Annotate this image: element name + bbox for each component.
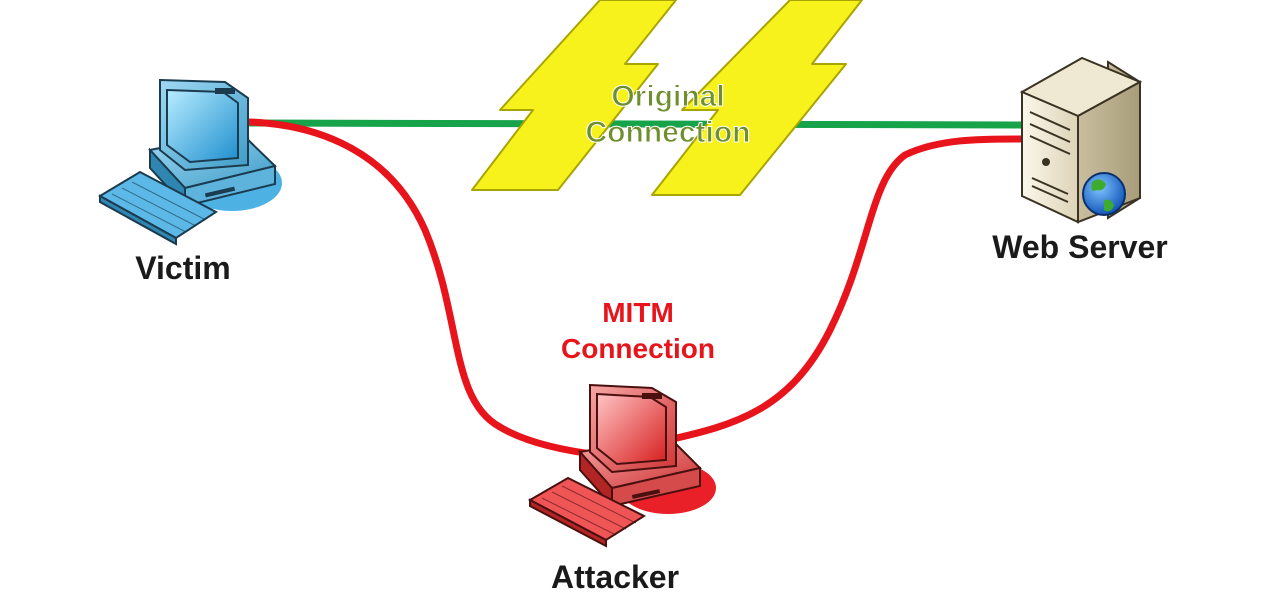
server-node: Web Server [992, 56, 1168, 265]
mitm-connection-line [246, 118, 604, 459]
desktop-computer-icon [527, 383, 716, 548]
victim-label: Victim [135, 250, 230, 286]
mitm-connection-label-line2: Connection [561, 333, 715, 364]
lightning-bolt-icon [651, 0, 863, 196]
desktop-computer-icon [97, 78, 282, 246]
lightning-bolt-icon [471, 0, 677, 191]
original-connection-line [246, 119, 1034, 129]
web-server-label: Web Server [992, 229, 1168, 265]
victim-node: Victim [97, 78, 282, 286]
attacker-label: Attacker [551, 559, 679, 595]
web-server-icon [1019, 56, 1143, 224]
original-connection-label-line2: Connection [586, 116, 751, 149]
attacker-node: Attacker [527, 383, 716, 595]
mitm-connection-label-line1: MITM [602, 297, 674, 328]
mitm-connection-line [664, 135, 1030, 444]
original-connection-label-line1: Original [611, 80, 724, 113]
